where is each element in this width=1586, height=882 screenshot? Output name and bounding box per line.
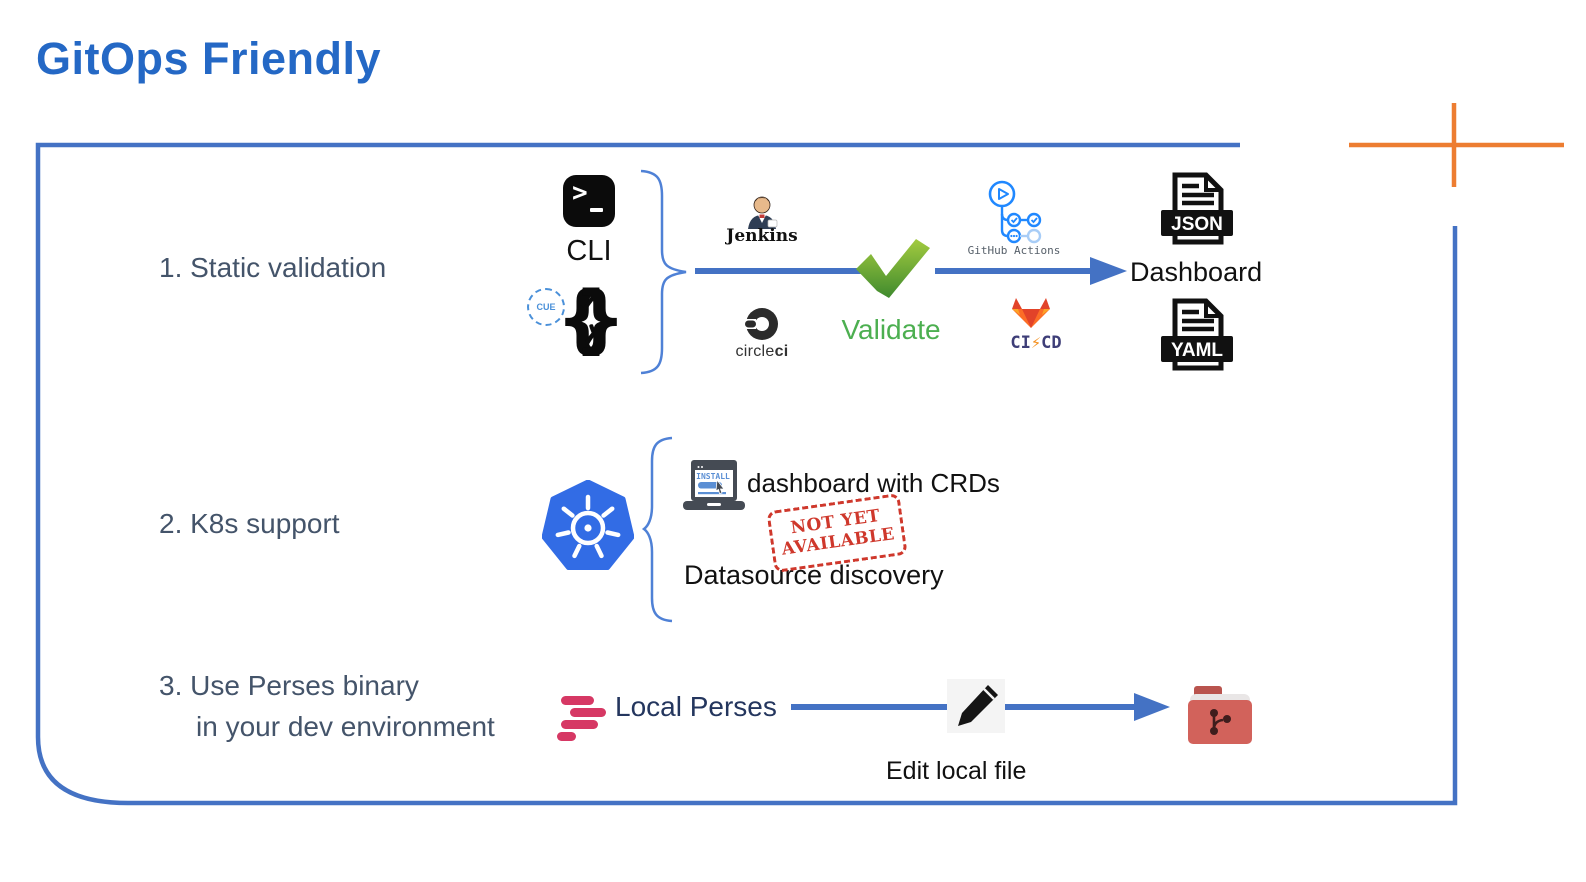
- validate-label: Validate: [841, 314, 941, 345]
- json-badge-text: JSON: [1171, 214, 1223, 235]
- row1-label: 1. Static validation: [159, 252, 387, 283]
- git-folder-icon: [1188, 686, 1252, 744]
- install-laptop-icon: INSTALL: [683, 460, 745, 510]
- gitlab-cicd-label: CI⚡CD: [1006, 333, 1066, 353]
- dashboard-label: Dashboard: [1130, 257, 1263, 287]
- circleci-label-bold: ci: [774, 343, 789, 360]
- terminal-icon: >: [563, 175, 615, 227]
- row1-arrow: [695, 257, 1127, 285]
- perses-logo: [551, 692, 611, 746]
- row3-label-line1: 3. Use Perses binary: [159, 670, 419, 701]
- schema-validation-icon: { ✓ ✗ }: [556, 276, 626, 368]
- row3-label-line2: in your dev environment: [196, 711, 495, 742]
- row2-label: 2. K8s support: [159, 508, 340, 539]
- brace-close-glyph: }: [573, 276, 626, 362]
- row2-brace: [641, 436, 673, 623]
- github-actions-icon: [988, 180, 1042, 244]
- jenkins-icon: [748, 196, 778, 229]
- lightning-bolt-icon: ⚡: [1030, 333, 1042, 353]
- jenkins-label: Jenkins: [726, 226, 798, 246]
- install-text: INSTALL: [696, 472, 730, 481]
- dashboard-crds-label: dashboard with CRDs: [747, 468, 1000, 498]
- edit-local-file-label: Edit local file: [886, 757, 1027, 785]
- row1-brace: [640, 169, 687, 375]
- page-title: GitOps Friendly: [36, 33, 382, 84]
- gitlab-ci-text: CI: [1010, 333, 1031, 353]
- circleci-label: circleci: [721, 343, 803, 361]
- checkmark-icon: [856, 239, 930, 298]
- prompt-glyph: >: [572, 178, 588, 208]
- gitlab-icon: [1012, 298, 1050, 328]
- local-perses-label: Local Perses: [615, 691, 777, 722]
- circleci-label-regular: circle: [735, 343, 775, 360]
- pencil-icon: [947, 679, 1005, 733]
- crosshair-icon: [1349, 103, 1564, 187]
- json-file-icon: JSON: [1161, 172, 1233, 245]
- cursor-underscore: [590, 208, 603, 212]
- gitlab-cd-text: CD: [1041, 333, 1062, 353]
- yaml-badge-text: YAML: [1171, 340, 1223, 361]
- kubernetes-icon: [542, 480, 634, 570]
- yaml-file-icon: YAML: [1161, 298, 1233, 371]
- github-actions-label: GitHub Actions: [967, 244, 1061, 257]
- cli-label: CLI: [566, 235, 612, 267]
- circleci-icon: [744, 308, 778, 340]
